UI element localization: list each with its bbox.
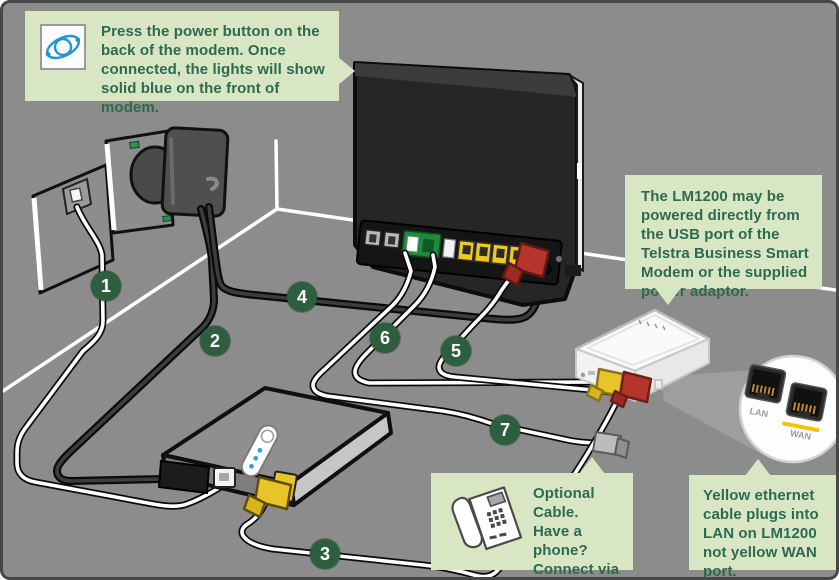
step-badge-6: 6 — [370, 323, 400, 353]
callout-optional-title: Optional Cable. — [533, 485, 595, 521]
lm1200-leds — [638, 319, 666, 331]
step-badge-7: 7 — [490, 415, 520, 445]
callout-arrow-up — [579, 457, 605, 474]
dsl-ports-green — [401, 230, 442, 259]
modem-wan-red-connector — [501, 241, 551, 287]
lm1200-yellow-connector — [585, 367, 625, 403]
step-badge-1: 1 — [91, 271, 121, 301]
wan-yellow-underline — [782, 421, 820, 433]
wall-phone-socket — [31, 163, 115, 295]
power-adapter — [129, 126, 230, 218]
callout-optional-text: Have a phone? Connect via the cable with… — [533, 523, 620, 578]
lm1200-red-connector — [609, 370, 653, 409]
step-badge-3: 3 — [310, 539, 340, 569]
callout-lan-text: Yellow ethernet cable plugs into LAN on … — [703, 487, 819, 580]
callout-arrow-down — [655, 288, 681, 305]
usb-port — [442, 238, 457, 259]
callout-lan-warning: Yellow ethernet cable plugs into LAN on … — [689, 459, 836, 577]
power-button — [555, 255, 563, 263]
grey-cable-end — [592, 431, 630, 459]
step-badge-5: 5 — [441, 336, 471, 366]
callout-lm1200-power: The LM1200 may be powered directly from … — [625, 175, 822, 305]
connection-icon — [40, 24, 86, 70]
port-magnifier: LAN WAN — [738, 354, 836, 464]
phone-ports-grey — [363, 228, 401, 249]
step-badge-2: 2 — [200, 326, 230, 356]
cable-4-power-modem — [205, 203, 546, 324]
step-badge-4: 4 — [287, 282, 317, 312]
magnifier-lan-port — [744, 364, 787, 404]
lm1200-device — [574, 308, 711, 409]
callout-power-text: Press the power button on the back of th… — [101, 23, 325, 116]
status-light-pill — [240, 424, 279, 478]
room-illustration: LAN WAN — [3, 61, 836, 577]
ncd-power-plug — [157, 459, 211, 495]
wan-port-label: WAN — [789, 428, 812, 442]
callout-optional-cable: Optional Cable. Have a phone? Connect vi… — [431, 457, 633, 577]
callout-lm1200-text: The LM1200 may be powered directly from … — [641, 188, 809, 300]
ncd-yellow-connector — [242, 470, 298, 519]
cable-5-wan-lm1200 — [435, 273, 629, 398]
modem-back — [353, 61, 584, 307]
callout-power-button: Press the power button on the back of th… — [25, 11, 355, 116]
cable-7-grey-ends — [309, 249, 603, 447]
cable-6-usb-lm1200 — [351, 251, 605, 387]
callout-arrow-up — [745, 459, 771, 476]
lan-ports-yellow — [456, 239, 527, 268]
callout-arrow-right — [338, 57, 355, 85]
magnifier-wedge — [661, 369, 767, 457]
nbn-connection-box — [157, 386, 393, 507]
magnifier-wan-port — [785, 382, 828, 422]
lan-port-label: LAN — [749, 406, 769, 419]
